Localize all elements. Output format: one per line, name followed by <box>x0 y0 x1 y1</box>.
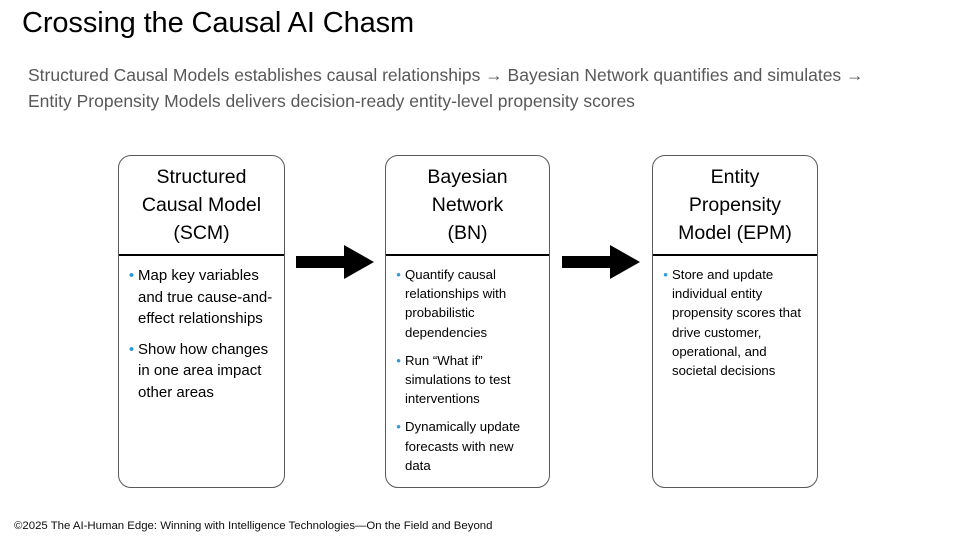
list-item: • Show how changes in one area impact ot… <box>125 339 276 404</box>
list-item: • Quantify causal relationships with pro… <box>392 265 541 342</box>
list-item: • Map key variables and true cause-and-e… <box>125 265 276 330</box>
node-scm-title: Structured Causal Model (SCM) <box>142 163 261 247</box>
list-item-text: Show how changes in one area impact othe… <box>138 340 269 401</box>
node-bn-title-line-1: Bayesian <box>427 166 508 188</box>
arrow-scm-to-bn-icon <box>296 243 376 281</box>
node-scm[interactable]: Structured Causal Model (SCM) • Map key … <box>118 155 285 488</box>
node-bn-title-line-2: Network <box>431 194 504 216</box>
arrow-bn-to-epm-icon <box>562 243 642 281</box>
node-epm-title: Entity Propensity Model (EPM) <box>678 163 792 247</box>
list-item: • Dynamically update forecasts with new … <box>392 417 541 475</box>
list-item: • Store and update individual entity pro… <box>659 265 809 380</box>
list-item-text: Store and update individual entity prope… <box>672 267 802 379</box>
node-epm-header: Entity Propensity Model (EPM) <box>653 156 817 256</box>
node-bn[interactable]: Bayesian Network (BN) • Quantify causal … <box>385 155 550 488</box>
list-item-text: Dynamically update forecasts with new da… <box>405 419 521 473</box>
node-scm-header: Structured Causal Model (SCM) <box>119 156 284 256</box>
node-epm-title-line-2: Propensity <box>688 194 782 216</box>
node-bn-title: Bayesian Network (BN) <box>427 163 507 247</box>
node-scm-title-line-1: Structured <box>156 166 247 188</box>
list-item-text: Map key variables and true cause-and-eff… <box>138 267 273 327</box>
node-scm-body: • Map key variables and true cause-and-e… <box>119 256 284 409</box>
node-bn-body: • Quantify causal relationships with pro… <box>386 256 549 481</box>
node-bn-title-line-3: (BN) <box>447 222 488 244</box>
page-title: Crossing the Causal AI Chasm <box>22 7 415 39</box>
node-scm-title-line-2: Causal Model <box>141 194 262 216</box>
bullet-dot-icon: • <box>396 419 401 435</box>
node-scm-bullet-list: • Map key variables and true cause-and-e… <box>125 265 276 403</box>
node-epm-bullet-list: • Store and update individual entity pro… <box>659 265 809 380</box>
node-epm[interactable]: Entity Propensity Model (EPM) • Store an… <box>652 155 818 488</box>
node-scm-title-line-3: (SCM) <box>173 222 230 244</box>
bullet-dot-icon: • <box>663 267 668 282</box>
list-item-text: Quantify causal relationships with proba… <box>405 267 507 340</box>
list-item: • Run “What if” simulations to test inte… <box>392 351 541 409</box>
page-subtitle: Structured Causal Models establishes cau… <box>28 65 864 111</box>
copyright-footer: ©2025 The AI-Human Edge: Winning with In… <box>14 520 493 532</box>
bullet-dot-icon: • <box>396 352 401 368</box>
node-epm-title-line-3: Model (EPM) <box>678 222 792 244</box>
node-epm-body: • Store and update individual entity pro… <box>653 256 817 386</box>
bullet-dot-icon: • <box>128 340 135 358</box>
bullet-dot-icon: • <box>396 267 401 282</box>
bullet-dot-icon: • <box>128 267 135 284</box>
node-epm-title-line-1: Entity <box>710 166 760 188</box>
node-bn-header: Bayesian Network (BN) <box>386 156 549 256</box>
list-item-text: Run “What if” simulations to test interv… <box>405 352 511 407</box>
node-bn-bullet-list: • Quantify causal relationships with pro… <box>392 265 541 475</box>
